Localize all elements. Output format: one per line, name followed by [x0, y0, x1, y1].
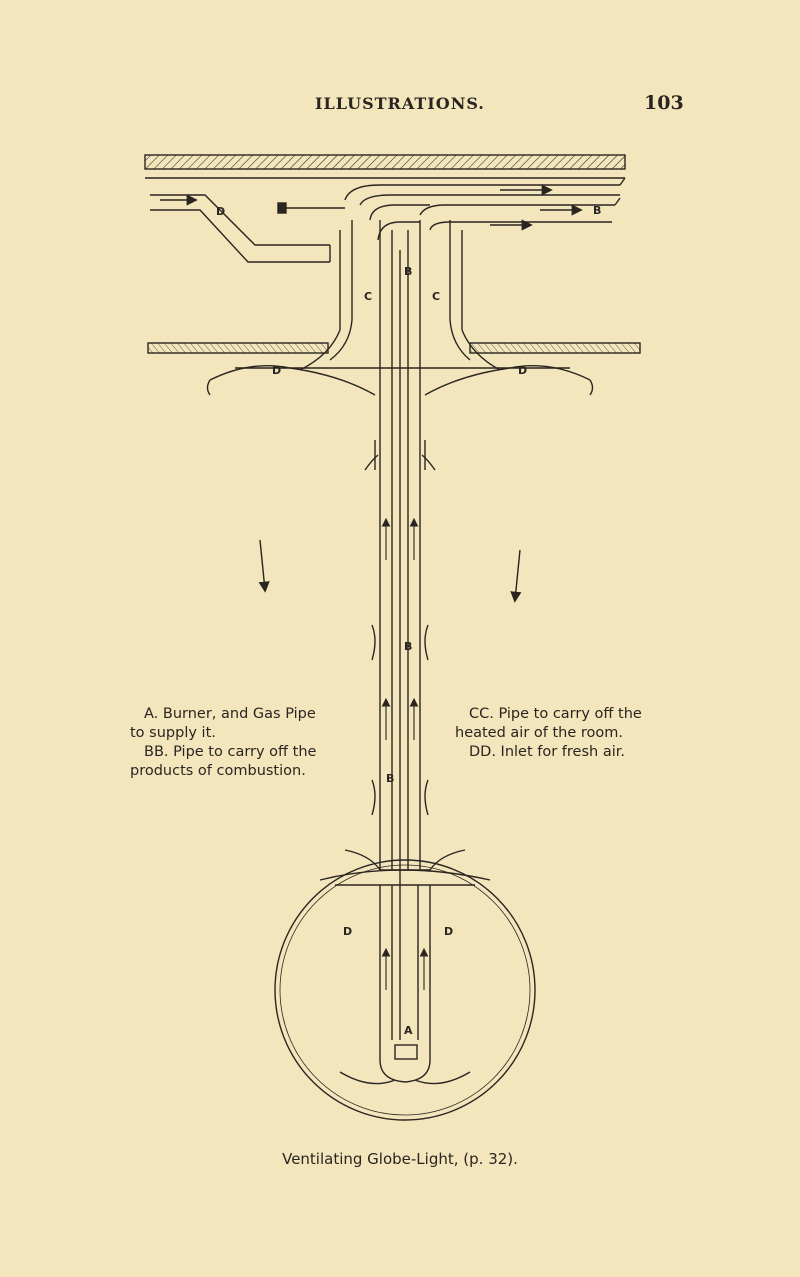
figure-letter-d-lower-right: D: [518, 364, 527, 377]
figure-letter-b-middle: B: [404, 640, 412, 653]
running-title: ILLUSTRATIONS.: [315, 94, 485, 113]
figure-caption: Ventilating Globe-Light, (p. 32).: [282, 1150, 518, 1168]
globe: [274, 859, 536, 1121]
legend-line: A. Burner, and Gas Pipe: [144, 706, 316, 722]
legend-right: CC. Pipe to carry off the heated air of …: [455, 705, 685, 762]
ceiling-lower-right: [469, 342, 641, 354]
legend-line: products of combustion.: [130, 763, 306, 779]
legend-line: CC. Pipe to carry off the: [469, 706, 642, 722]
figure-letter-d-globe-left: D: [343, 925, 352, 938]
figure-letter-d-globe-right: D: [444, 925, 453, 938]
inlet-duct-left: [150, 194, 330, 263]
running-head: ILLUSTRATIONS. 103: [0, 92, 800, 118]
figure-letter-a: A: [404, 1024, 413, 1037]
legend-line: DD. Inlet for fresh air.: [469, 744, 625, 760]
figure-letter-b-top-right: B: [593, 204, 601, 217]
figure-letter-c-right: C: [432, 290, 440, 303]
figure-letter-b-upper: B: [404, 265, 412, 278]
figure-letter-c-left: C: [364, 290, 372, 303]
figure-letter-d-left: D: [216, 205, 225, 218]
legend-line: to supply it.: [130, 725, 216, 741]
flue-pipes-right: [344, 184, 620, 231]
legend-line: BB. Pipe to carry off the: [144, 744, 317, 760]
ceiling-lower-left: [147, 342, 329, 354]
page-number: 103: [644, 92, 684, 114]
legend-left: A. Burner, and Gas Pipe to supply it. BB…: [130, 705, 360, 781]
legend-line: heated air of the room.: [455, 725, 624, 741]
burner: [394, 1044, 418, 1060]
figure-letter-d-lower-left: D: [272, 364, 281, 377]
ceiling-band: [144, 154, 626, 170]
figure-letter-b-lower: B: [386, 772, 394, 785]
